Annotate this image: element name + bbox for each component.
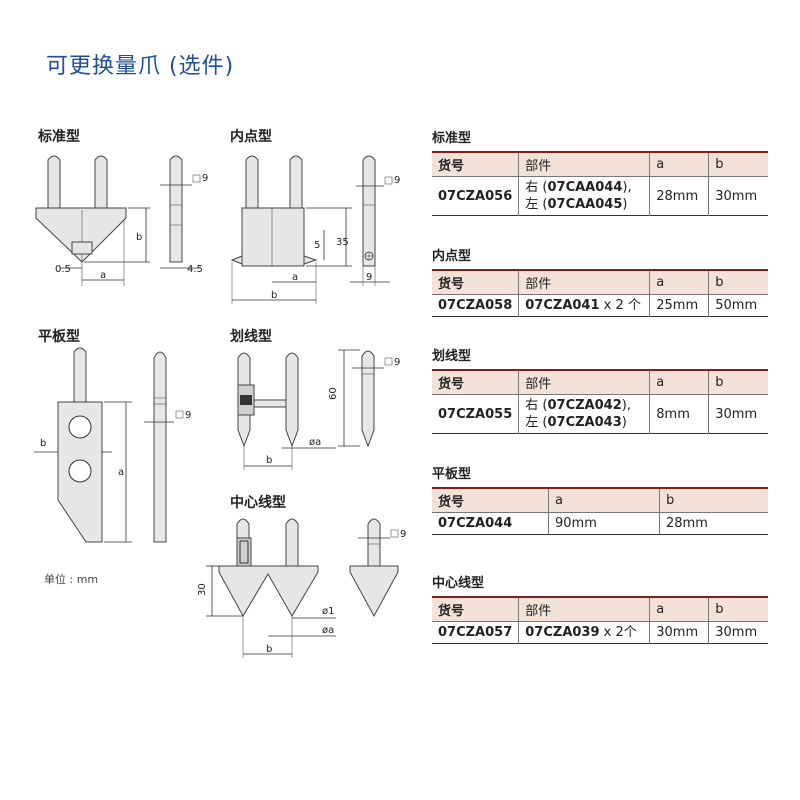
scribe-label: 划线型: [230, 329, 272, 345]
table-caption: 内点型: [432, 249, 472, 264]
table-row: 07CZA057 07CZA039 x 2个 30mm 30mm: [432, 621, 768, 644]
cell-a: 8mm: [649, 394, 709, 434]
inner-dim-35: 35: [336, 237, 349, 248]
col-part: 部件: [518, 152, 650, 177]
table-caption: 平板型: [432, 467, 472, 482]
cell-code: 07CZA056: [432, 176, 519, 216]
cell-a: 90mm: [548, 512, 660, 535]
table-inner-point: 内点型 货号 部件 a b 07CZA058 07CZA041 x 2 个 25…: [432, 245, 768, 317]
table-caption: 划线型: [432, 349, 472, 364]
col-code: 货号: [432, 597, 519, 622]
center-dim-9: 9: [400, 529, 406, 540]
cell-a: 25mm: [649, 294, 709, 317]
std-dim-45: 4.5: [187, 264, 203, 275]
col-a: a: [548, 488, 660, 513]
col-b: b: [708, 270, 768, 295]
flat-side-view: 9: [144, 351, 191, 543]
unit-label: 单位 : mm: [44, 573, 99, 586]
col-part: 部件: [518, 597, 650, 622]
flat-dim-a: a: [118, 467, 124, 478]
flat-label: 平板型: [38, 329, 80, 345]
inner-dim-9-top: 9: [394, 175, 400, 186]
table-row: 07CZA055 右 (07CZA042), 左 (07CZA043) 8mm …: [432, 394, 768, 434]
table-scribe: 划线型 货号 部件 a b 07CZA055 右 (07CZA042), 左 (…: [432, 345, 768, 434]
col-b: b: [708, 597, 768, 622]
cell-part: 右 (07CAA044), 左 (07CAA045): [518, 176, 650, 216]
col-code: 货号: [432, 270, 519, 295]
standard-side-view: 9 4.5: [160, 155, 208, 275]
cell-code: 07CZA057: [432, 621, 519, 644]
technical-drawings: b a 0.5 9 4.5 35 5 a b: [34, 155, 406, 658]
center-dim-30: 30: [197, 583, 208, 596]
cell-code: 07CZA055: [432, 394, 519, 434]
page-title: 可更换量爪 (选件): [46, 54, 235, 79]
center-front-view: b 30 ø1 øa: [197, 518, 336, 658]
table-row: 07CZA044 90mm 28mm: [432, 512, 768, 535]
col-b: b: [659, 488, 768, 513]
col-code: 货号: [432, 488, 549, 513]
standard-front-view: b a 0.5: [35, 155, 150, 286]
scribe-side-view: 9 60: [328, 349, 400, 448]
col-part: 部件: [518, 370, 650, 395]
col-a: a: [649, 152, 709, 177]
inner-dim-a: a: [292, 272, 298, 283]
center-side-view: 9: [349, 518, 406, 618]
col-a: a: [649, 597, 709, 622]
scribe-dim-oa: øa: [309, 437, 321, 448]
inner-dim-5: 5: [314, 240, 320, 251]
table-flat: 平板型 货号 a b 07CZA044 90mm 28mm: [432, 463, 768, 535]
center-dim-b: b: [266, 644, 272, 655]
cell-a: 28mm: [649, 176, 709, 216]
col-code: 货号: [432, 370, 519, 395]
inner-dim-b: b: [271, 290, 277, 301]
cell-b: 30mm: [708, 176, 768, 216]
col-code: 货号: [432, 152, 519, 177]
cell-part: 右 (07CZA042), 左 (07CZA043): [518, 394, 650, 434]
col-b: b: [708, 370, 768, 395]
cell-code: 07CZA058: [432, 294, 519, 317]
table-caption: 标准型: [432, 131, 472, 146]
scribe-dim-b: b: [266, 455, 272, 466]
center-dim-oa: øa: [322, 625, 334, 636]
std-dim-b: b: [136, 232, 142, 243]
flat-dim-b: b: [40, 438, 46, 449]
flat-front-view: a b: [34, 347, 132, 543]
std-dim-05: 0.5: [55, 264, 71, 275]
table-center: 中心线型 货号 部件 a b 07CZA057 07CZA039 x 2个 30…: [432, 572, 768, 644]
cell-part: 07CZA039 x 2个: [518, 621, 650, 644]
table-row: 07CZA058 07CZA041 x 2 个 25mm 50mm: [432, 294, 768, 317]
standard-label: 标准型: [38, 129, 80, 145]
scribe-front-view: b øa: [237, 352, 336, 470]
inner-point-side-view: 9 9: [350, 155, 400, 286]
col-b: b: [708, 152, 768, 177]
cell-b: 30mm: [708, 621, 768, 644]
table-caption: 中心线型: [432, 576, 485, 591]
cell-b: 28mm: [659, 512, 768, 535]
cell-b: 50mm: [708, 294, 768, 317]
cell-b: 30mm: [708, 394, 768, 434]
cell-code: 07CZA044: [432, 512, 549, 535]
std-dim-a: a: [100, 270, 106, 281]
scribe-dim-9: 9: [394, 357, 400, 368]
table-standard: 标准型 货号 部件 a b 07CZA056 右 (07CAA044), 左 (…: [432, 127, 768, 216]
center-dim-o1: ø1: [322, 606, 334, 617]
std-dim-9: 9: [202, 173, 208, 184]
cell-a: 30mm: [649, 621, 709, 644]
col-part: 部件: [518, 270, 650, 295]
inner-point-label: 内点型: [230, 129, 272, 145]
flat-dim-9: 9: [185, 410, 191, 421]
col-a: a: [649, 270, 709, 295]
center-label: 中心线型: [230, 495, 286, 511]
table-row: 07CZA056 右 (07CAA044), 左 (07CAA045) 28mm…: [432, 176, 768, 216]
scribe-dim-60: 60: [328, 387, 339, 400]
inner-dim-9-bottom: 9: [366, 272, 372, 283]
inner-point-front-view: 35 5 a b: [230, 155, 352, 304]
col-a: a: [649, 370, 709, 395]
cell-part: 07CZA041 x 2 个: [518, 294, 650, 317]
